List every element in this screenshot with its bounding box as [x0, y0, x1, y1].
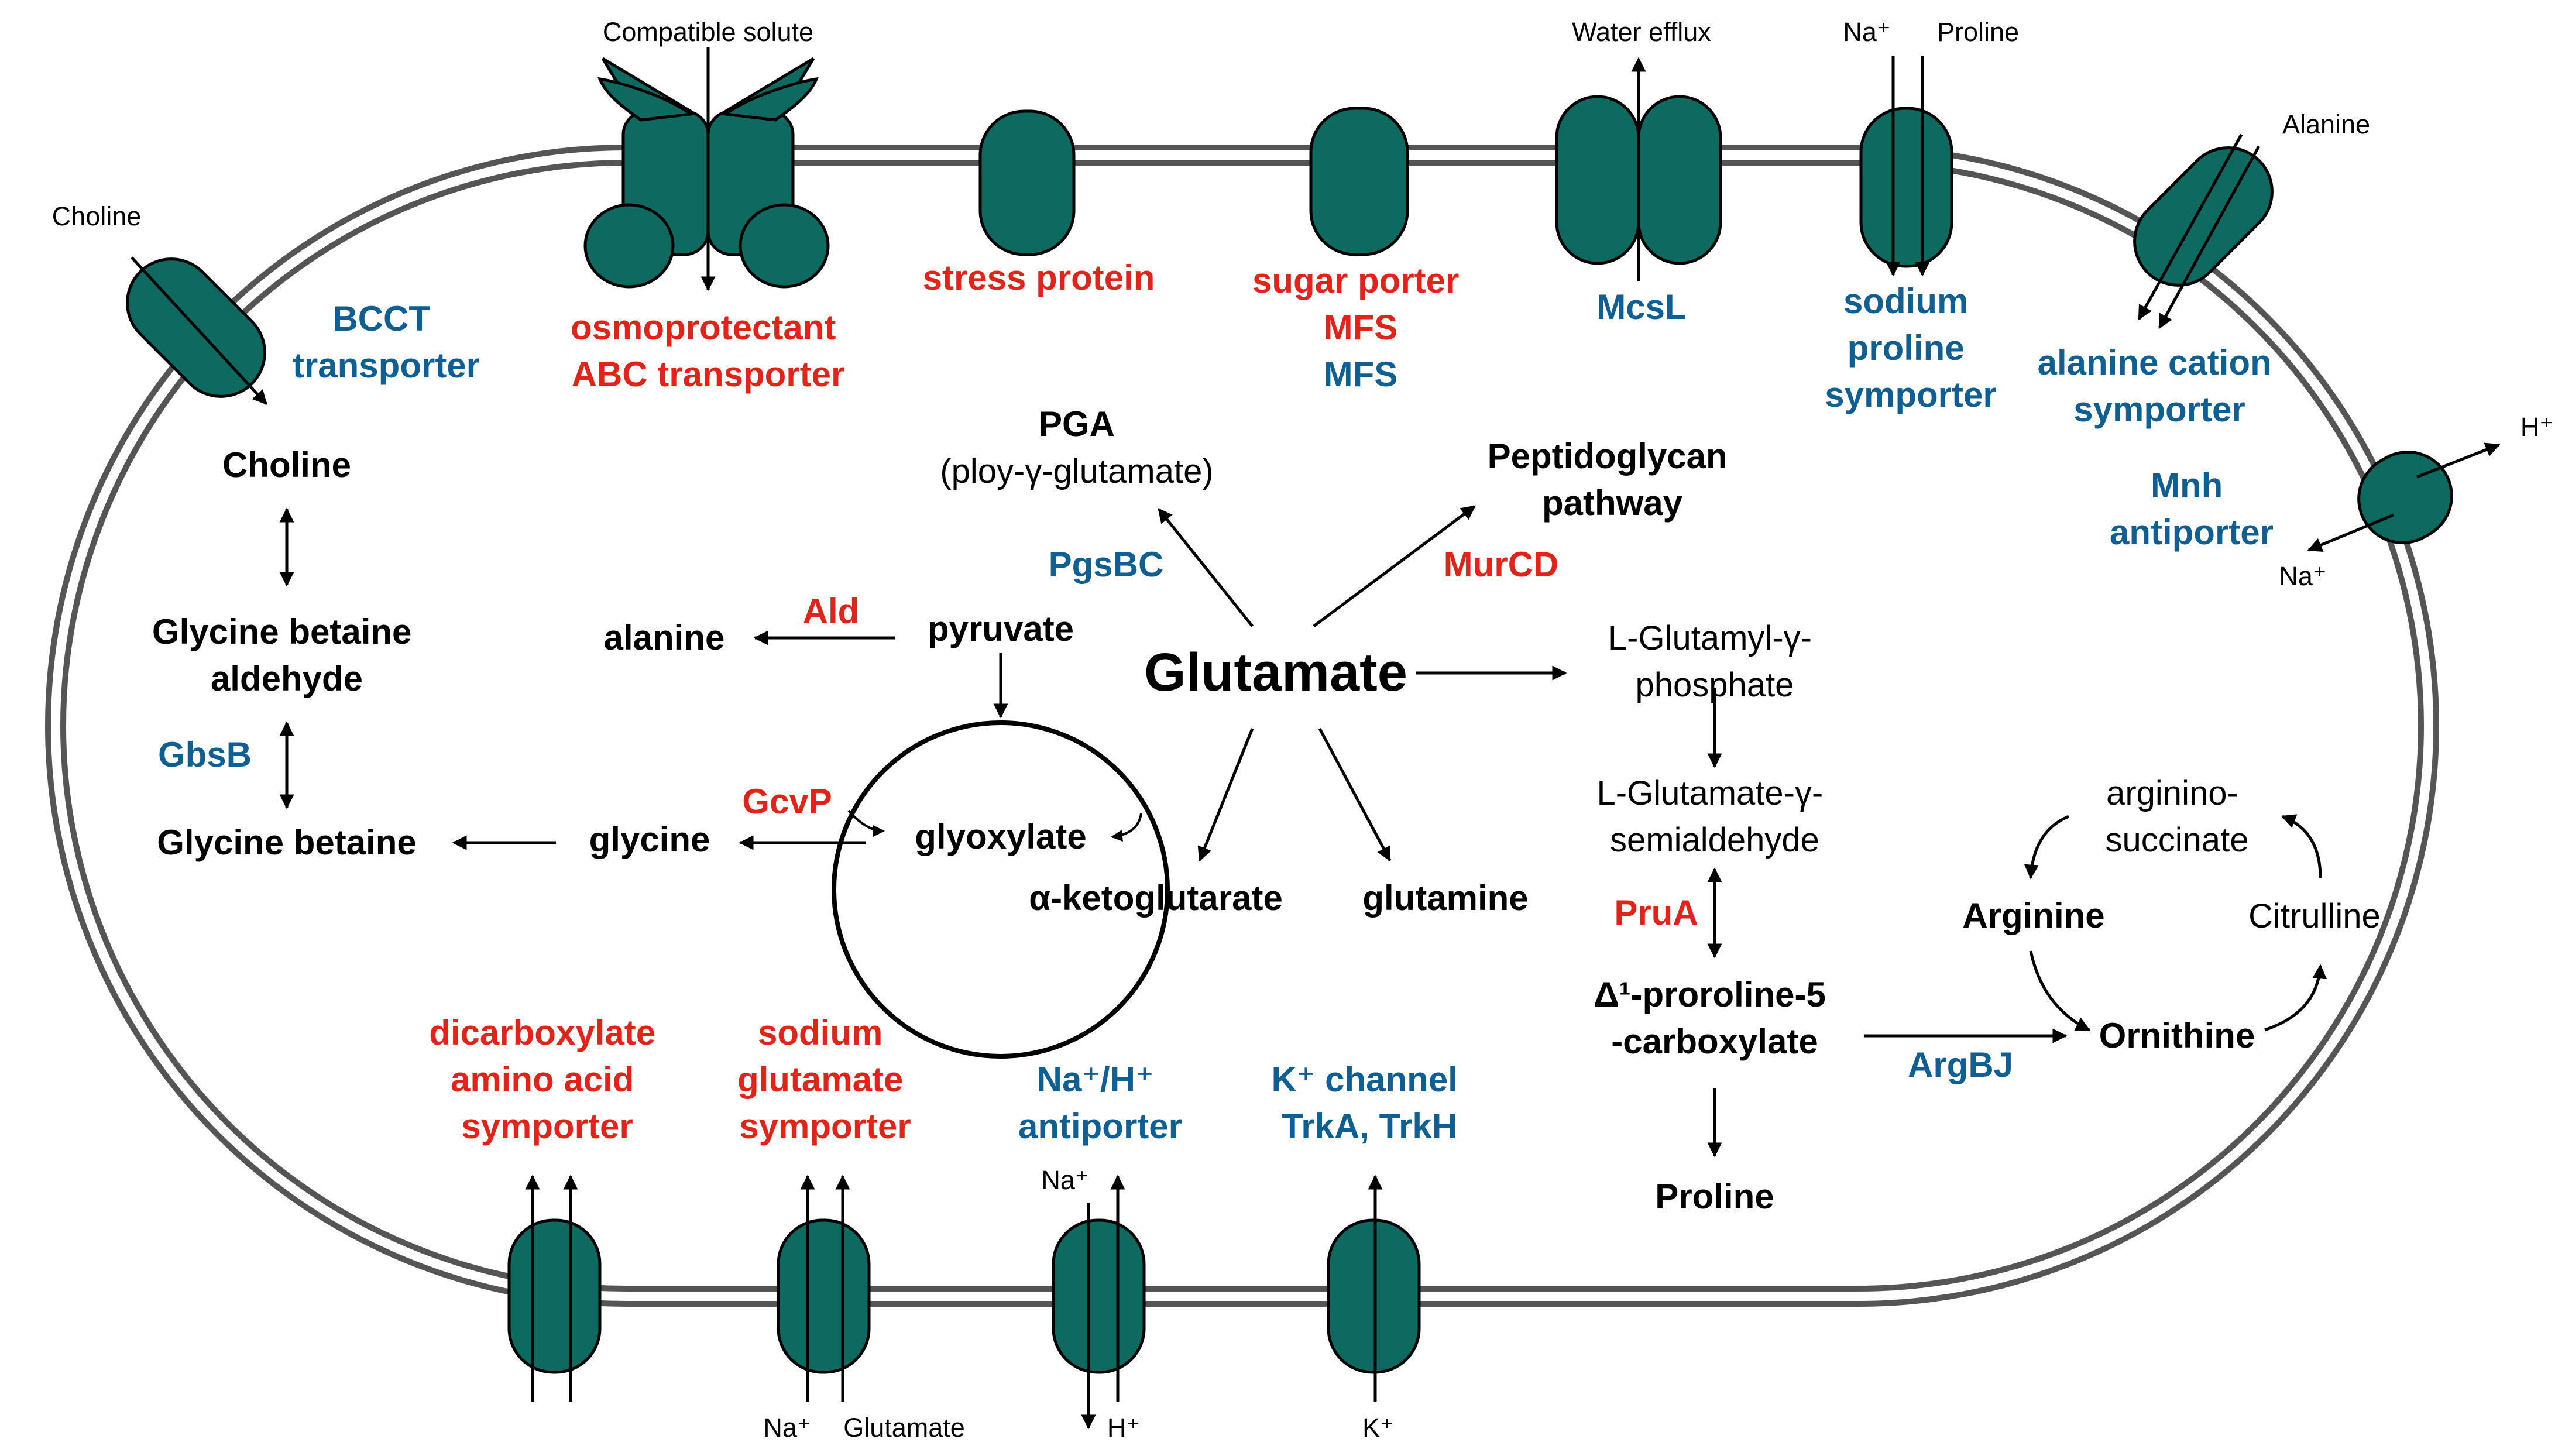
sodium-proline-symporter-label: sodium proline symporter: [1825, 281, 1996, 414]
glutamate-bottom-label: Glutamate: [843, 1413, 965, 1443]
sodium-glutamate-symporter-shape: [777, 1175, 871, 1402]
bcct-transporter-label: BCCT transporter: [293, 299, 480, 385]
compatible-solute-label: Compatible solute: [603, 17, 813, 47]
glutamine-metabolite: glutamine: [1362, 878, 1528, 918]
stress-protein-label: stress protein: [923, 258, 1155, 297]
dicarboxylate-symporter-label: dicarboxylate amino acid symporter: [429, 1013, 665, 1146]
stress-protein-shape: [978, 109, 1076, 256]
alanine-cation-symporter-label: alanine cation symporter: [2038, 343, 2282, 429]
gbsb-enzyme: GbsB: [158, 735, 252, 774]
osmoprotectant-abc-label: osmoprotectant ABC transporter: [571, 308, 846, 394]
mcsl-shape: [1555, 57, 1722, 281]
citrulline-metabolite: Citrulline: [2248, 897, 2381, 935]
proline-metabolite: Proline: [1655, 1177, 1774, 1216]
glutamate-semialdehyde-metabolite: L-Glutamate-γ- semialdehyde: [1597, 774, 1833, 859]
alanine-cation-symporter-shape: [2133, 146, 2274, 287]
choline-top-label: Choline: [52, 201, 142, 231]
glycine-metabolite: glycine: [589, 820, 710, 859]
k-channel-shape: [1327, 1175, 1421, 1402]
k-channel-label: K⁺ channel TrkA, TrkH: [1271, 1060, 1467, 1146]
sodium-proline-symporter-shape: [1859, 56, 1953, 277]
choline-metabolite: Choline: [222, 445, 351, 485]
glycine-betaine-aldehyde-metabolite: Glycine betaine aldehyde: [152, 612, 421, 698]
alanine-top-label: Alanine: [2282, 109, 2370, 139]
h-bottom-label: H⁺: [1107, 1413, 1140, 1443]
argbj-enzyme: ArgBJ: [1908, 1045, 2013, 1084]
abc-transporter-shape: [583, 47, 830, 291]
nah-antiporter-label: Na⁺/H⁺ antiporter: [1018, 1060, 1182, 1146]
dicarboxylate-symporter-shape: [507, 1175, 602, 1402]
sodium-glutamate-symporter-label: sodium glutamate symporter: [737, 1013, 913, 1146]
glyoxylate-metabolite: glyoxylate: [915, 817, 1086, 856]
na-right-label: Na⁺: [2279, 561, 2326, 591]
na-top-label: Na⁺: [1843, 17, 1890, 47]
alanine-metabolite: alanine: [604, 618, 725, 657]
prua-enzyme: PruA: [1614, 893, 1698, 932]
k-bottom-label: K⁺: [1362, 1413, 1394, 1443]
sugar-porter-label: sugar porter MFS: [1252, 261, 1469, 347]
glutamyl-phosphate-metabolite: L-Glutamyl-γ- phosphate: [1608, 619, 1821, 704]
nah-antiporter-shape: [1052, 1175, 1146, 1430]
h-right-label: H⁺: [2521, 412, 2553, 442]
murcd-enzyme: MurCD: [1444, 545, 1559, 584]
proline-top-label: Proline: [1937, 17, 2019, 47]
water-efflux-label: Water efflux: [1572, 17, 1711, 47]
argininosuccinate-metabolite: arginino- succinate: [2105, 774, 2248, 859]
tca-cycle-circle: [832, 720, 1170, 1059]
mnh-antiporter-label: Mnh antiporter: [2110, 466, 2274, 552]
pgsbc-enzyme: PgsBC: [1049, 545, 1164, 584]
mfs-blue-label: MFS: [1324, 355, 1398, 394]
alpha-ketoglutarate-metabolite: α-ketoglutarate: [1029, 878, 1283, 918]
gcvp-enzyme: GcvP: [742, 782, 832, 821]
ornithine-metabolite: Ornithine: [2099, 1016, 2255, 1055]
pga-metabolite: PGA: [1039, 404, 1115, 444]
arginine-metabolite: Arginine: [1962, 896, 2104, 935]
sugar-porter-shape: [1309, 107, 1409, 256]
glycine-betaine-metabolite: Glycine betaine: [157, 823, 417, 862]
na-bottom-label: Na⁺: [763, 1413, 811, 1443]
cell-membrane: [45, 145, 2439, 1307]
ald-enzyme: Ald: [803, 592, 860, 631]
peptidoglycan-pathway: Peptidoglycan pathway: [1488, 437, 1737, 523]
glutamate-hub: Glutamate: [1144, 643, 1407, 702]
na-small-label: Na⁺: [1041, 1165, 1088, 1195]
mcsl-label: McsL: [1596, 287, 1686, 327]
p5c-metabolite: Δ¹-proroline-5 -carboxylate: [1594, 975, 1835, 1061]
pga-full-name: (ploy-γ-glutamate): [940, 452, 1213, 490]
pyruvate-metabolite: pyruvate: [928, 609, 1074, 648]
